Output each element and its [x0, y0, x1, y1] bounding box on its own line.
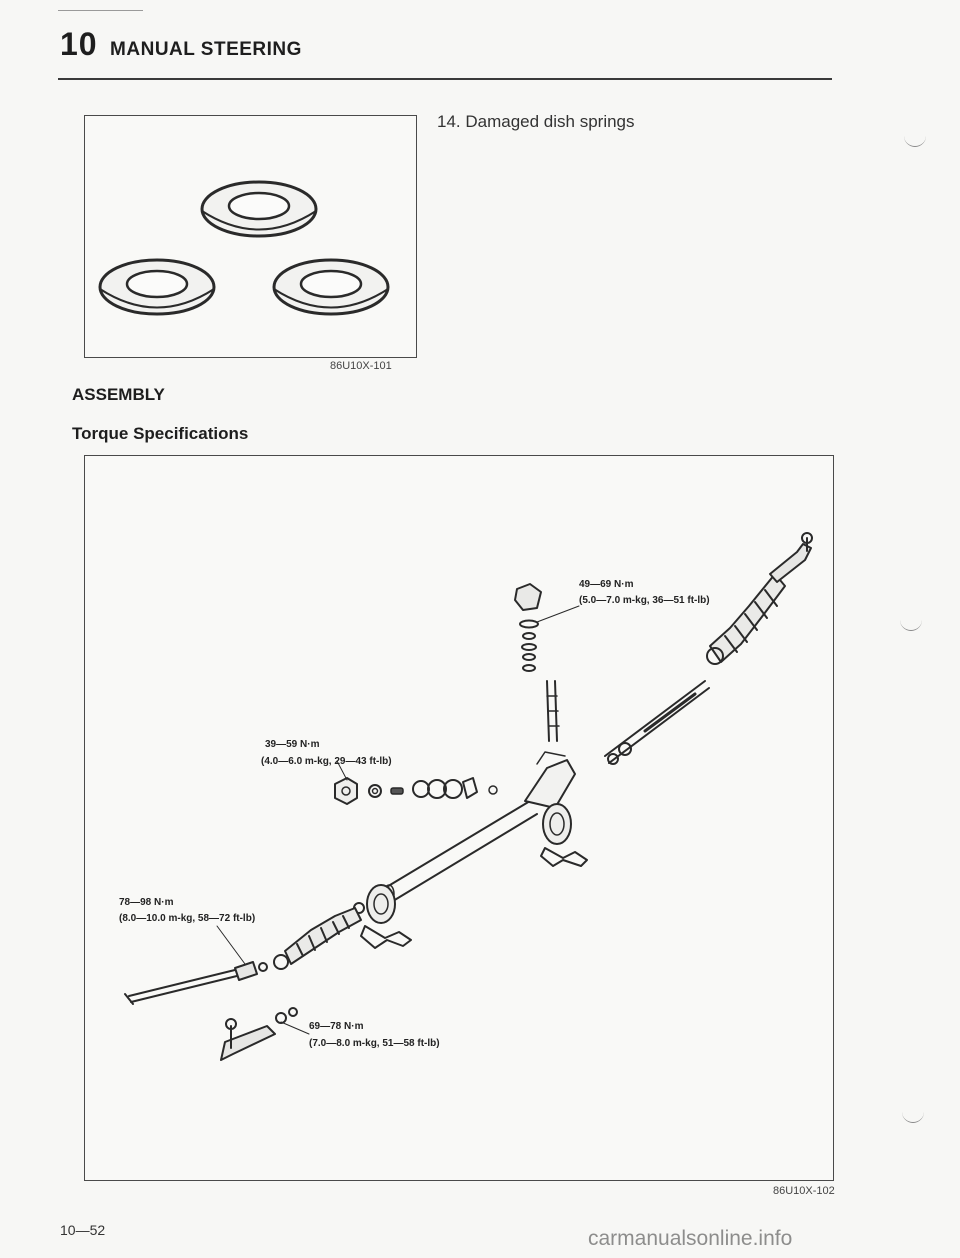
callout-yoke-line2: (4.0—6.0 m-kg, 29—43 ft-lb)	[261, 756, 392, 767]
chapter-title: MANUAL STEERING	[110, 39, 302, 60]
callout-tie-rod-end-line1: 69—78 N·m	[309, 1021, 364, 1032]
dish-spring-right	[272, 258, 390, 316]
subsection-heading: Torque Specifications	[72, 424, 249, 443]
callout-pinion-line1: 49—69 N·m	[579, 579, 634, 590]
figure-code: 86U10X-102	[773, 1185, 835, 1197]
page-number: 10—52	[60, 1222, 106, 1238]
margin-mark	[900, 620, 922, 631]
callout-tie-rod-line2: (8.0—10.0 m-kg, 58—72 ft-lb)	[119, 913, 255, 924]
callout-tie-rod-end-line2: (7.0—8.0 m-kg, 51—58 ft-lb)	[309, 1038, 440, 1049]
left-tie-rod-end	[220, 1007, 298, 1061]
callout-tie-rod-line1: 78—98 N·m	[119, 897, 174, 908]
left-mount	[353, 884, 412, 949]
callout-yoke-line1: 39—59 N·m	[265, 739, 320, 750]
callout-leader-lines	[216, 605, 580, 1035]
steering-gear-illustration: 49—69 N·m (5.0—7.0 m-kg, 36—51 ft-lb) 39…	[119, 532, 813, 1061]
chapter-heading: 10 MANUAL STEERING	[60, 26, 302, 63]
left-boot	[273, 907, 362, 970]
step-text: 14. Damaged dish springs	[437, 112, 635, 131]
right-tie-rod-end	[769, 532, 813, 583]
right-mount	[540, 803, 588, 867]
callout-pinion-line2: (5.0—7.0 m-kg, 36—51 ft-lb)	[579, 595, 710, 606]
chapter-number: 10	[60, 26, 98, 62]
margin-mark	[902, 1112, 924, 1123]
section-heading: ASSEMBLY	[72, 385, 165, 404]
right-tie-rod	[604, 680, 710, 765]
dish-spring-left	[98, 258, 216, 316]
dish-springs-illustration	[98, 180, 390, 316]
margin-mark	[904, 136, 926, 147]
right-boot	[706, 573, 786, 665]
yoke-parts-row	[334, 777, 498, 805]
left-tie-rod	[124, 961, 268, 1005]
dish-springs-figure	[84, 115, 417, 358]
header-rule	[58, 78, 832, 80]
figure-code: 86U10X-101	[330, 360, 392, 372]
steering-gear-exploded-figure: 49—69 N·m (5.0—7.0 m-kg, 36—51 ft-lb) 39…	[84, 455, 834, 1181]
top-rule	[58, 10, 143, 11]
site-watermark: carmanualsonline.info	[588, 1227, 793, 1250]
pinion-shaft-stack	[514, 583, 560, 742]
dish-spring-top	[200, 180, 318, 238]
torque-callouts: 49—69 N·m (5.0—7.0 m-kg, 36—51 ft-lb) 39…	[119, 579, 710, 1049]
